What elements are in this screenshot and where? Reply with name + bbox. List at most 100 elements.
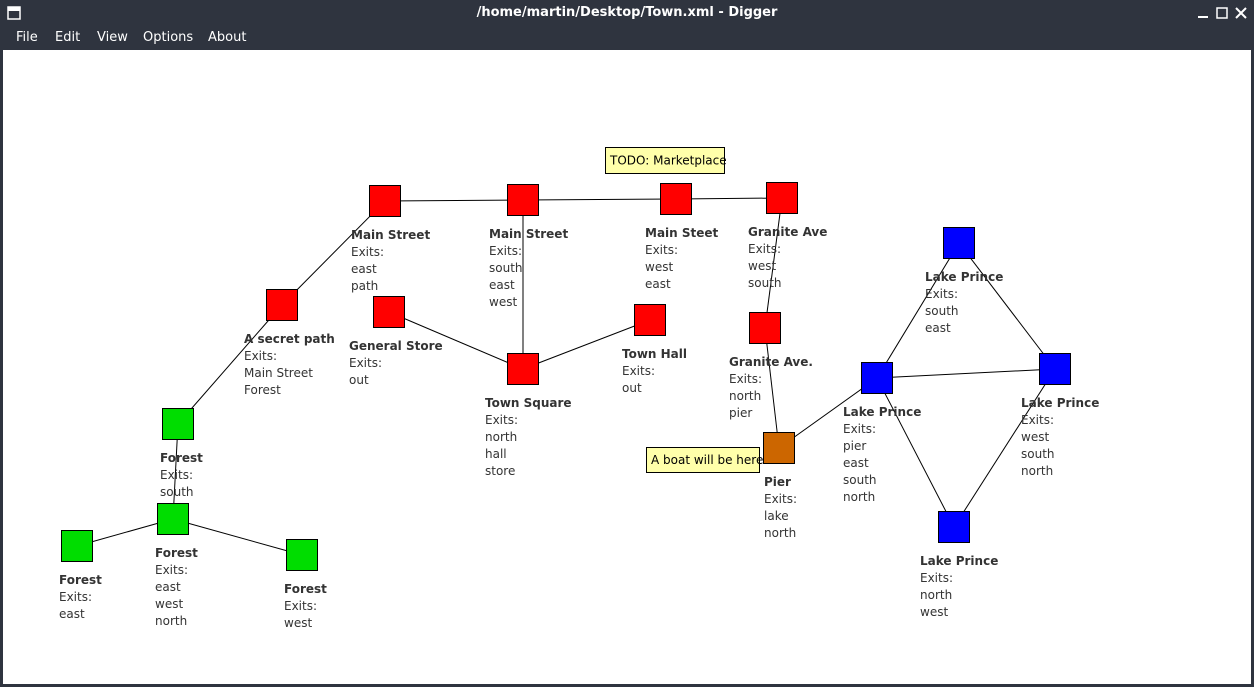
room-lake1-exits-label: Exits: — [925, 287, 958, 301]
room-lake3-exit: south — [1021, 447, 1055, 461]
room-granite1-exits-label: Exits: — [748, 242, 781, 256]
room-pier-exits-label: Exits: — [764, 492, 797, 506]
room-square-exit: hall — [485, 447, 507, 461]
room-square[interactable] — [507, 353, 539, 385]
menu-about[interactable]: About — [208, 30, 247, 45]
link-pier-lake2 — [778, 377, 878, 449]
room-secret-name: A secret path — [244, 332, 335, 346]
room-secret-exit: Main Street — [244, 366, 313, 380]
room-store-exit: out — [349, 373, 369, 387]
room-store-name: General Store — [349, 339, 443, 353]
room-main2-exit: west — [489, 295, 517, 309]
room-main1-exit: path — [351, 279, 378, 293]
room-lake2-name: Lake Prince — [843, 405, 921, 419]
window-menu-icon[interactable] — [7, 6, 21, 20]
link-lake1-lake3 — [958, 242, 1056, 370]
window-title: /home/martin/Desktop/Town.xml - Digger — [476, 5, 778, 20]
room-granite1[interactable] — [766, 182, 798, 214]
close-icon[interactable] — [1234, 6, 1248, 20]
room-lake2-exit: north — [843, 490, 875, 504]
room-granite2-exits-label: Exits: — [729, 372, 762, 386]
room-granite1-exit: south — [748, 276, 782, 290]
room-granite2[interactable] — [749, 312, 781, 344]
room-lake1-exit: east — [925, 321, 951, 335]
room-pier-name: Pier — [764, 475, 791, 489]
room-hall[interactable] — [634, 304, 666, 336]
menu-options[interactable]: Options — [143, 30, 194, 45]
room-hall-exits-label: Exits: — [622, 364, 655, 378]
room-lake3[interactable] — [1039, 353, 1071, 385]
room-forest1[interactable] — [162, 408, 194, 440]
link-main2-main3 — [522, 198, 677, 201]
room-lake4-exit: north — [920, 588, 952, 602]
room-lake3-exits-label: Exits: — [1021, 413, 1054, 427]
room-lake4[interactable] — [938, 511, 970, 543]
link-lake2-lake3 — [876, 368, 1056, 379]
room-secret-exit: Forest — [244, 383, 281, 397]
room-forest2[interactable] — [157, 503, 189, 535]
note-boat-text: A boat will be here — [651, 453, 763, 467]
menu-edit[interactable]: Edit — [55, 30, 81, 45]
room-pier-exit: north — [764, 526, 796, 540]
menu-file[interactable]: File — [16, 30, 38, 45]
link-forest2-forest4 — [172, 518, 303, 556]
room-forest1-exit: south — [160, 485, 194, 499]
note-marketplace-text: TODO: Marketplace — [609, 154, 727, 168]
room-lake2-exits-label: Exits: — [843, 422, 876, 436]
room-secret-exits-label: Exits: — [244, 349, 277, 363]
room-lake2-exit: pier — [843, 439, 866, 453]
room-forest2-exit: east — [155, 580, 181, 594]
window-frame-right — [1251, 50, 1254, 687]
room-lake3-name: Lake Prince — [1021, 396, 1099, 410]
room-forest3-name: Forest — [59, 573, 102, 587]
room-pier[interactable] — [763, 432, 795, 464]
room-lake3-exit: north — [1021, 464, 1053, 478]
map-svg[interactable]: TODO: Marketplace A boat will be here Main… — [3, 50, 1251, 684]
room-lake2[interactable] — [861, 362, 893, 394]
room-square-name: Town Square — [485, 396, 572, 410]
room-granite1-exit: west — [748, 259, 776, 273]
room-main1-exits-label: Exits: — [351, 245, 384, 259]
link-store-square — [388, 311, 524, 370]
room-pier-exit: lake — [764, 509, 789, 523]
room-lake2-exit: east — [843, 456, 869, 470]
link-main1-secret — [281, 200, 386, 306]
room-lake1-exit: south — [925, 304, 959, 318]
room-granite2-exit: north — [729, 389, 761, 403]
note-boat-box[interactable] — [646, 447, 760, 473]
room-granite2-name: Granite Ave. — [729, 355, 813, 369]
link-main1-main2 — [384, 199, 524, 202]
note-marketplace-box[interactable] — [605, 147, 725, 174]
maximize-icon[interactable] — [1215, 6, 1229, 20]
room-main3[interactable] — [660, 183, 692, 215]
room-forest3-exit: east — [59, 607, 85, 621]
menu-view[interactable]: View — [97, 30, 128, 45]
link-secret-forest1 — [177, 304, 283, 425]
room-forest3-exits-label: Exits: — [59, 590, 92, 604]
room-main1[interactable] — [369, 185, 401, 217]
room-forest4-exit: west — [284, 616, 312, 630]
link-granite1-granite2 — [764, 197, 783, 329]
room-lake1[interactable] — [943, 227, 975, 259]
room-main1-name: Main Street — [351, 228, 430, 242]
room-forest4[interactable] — [286, 539, 318, 571]
room-lake4-exit: west — [920, 605, 948, 619]
room-hall-name: Town Hall — [622, 347, 687, 361]
room-granite2-exit: pier — [729, 406, 752, 420]
room-granite1-name: Granite Ave — [748, 225, 827, 239]
room-main2-name: Main Street — [489, 227, 568, 241]
room-lake4-name: Lake Prince — [920, 554, 998, 568]
link-lake2-lake1 — [876, 242, 960, 379]
link-lake3-lake4 — [953, 368, 1056, 528]
room-main2[interactable] — [507, 184, 539, 216]
title-bar: /home/martin/Desktop/Town.xml - Digger — [0, 0, 1254, 26]
room-lake2-exit: south — [843, 473, 877, 487]
link-main3-granite1 — [675, 197, 783, 200]
room-secret[interactable] — [266, 289, 298, 321]
room-forest1-name: Forest — [160, 451, 203, 465]
room-main2-exits-label: Exits: — [489, 244, 522, 258]
map-canvas[interactable]: TODO: Marketplace A boat will be here Main… — [3, 50, 1251, 684]
room-forest3[interactable] — [61, 530, 93, 562]
minimize-icon[interactable] — [1196, 6, 1210, 20]
room-store[interactable] — [373, 296, 405, 328]
